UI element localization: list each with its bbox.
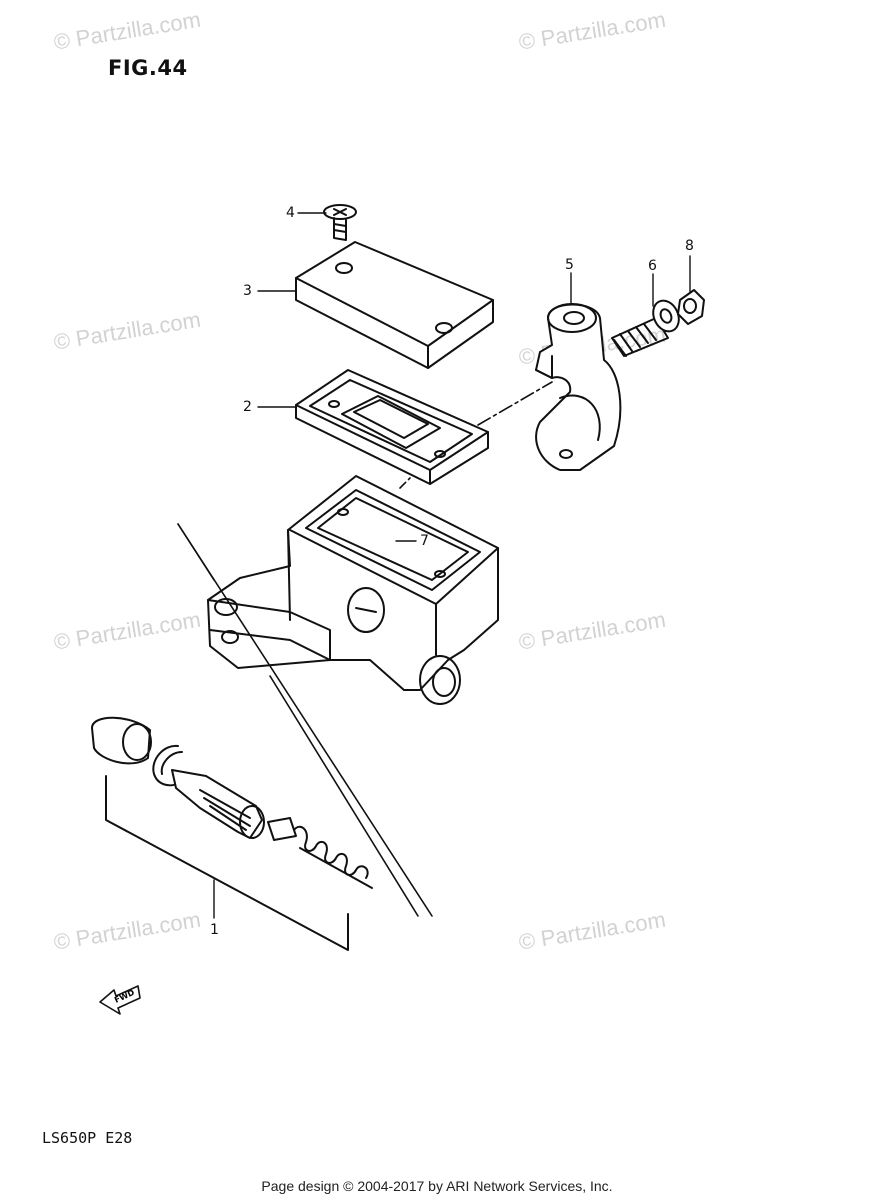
- part-1-piston-kit: [91, 716, 373, 951]
- part-5-clamp: [535, 303, 622, 471]
- callout-4: 4: [286, 205, 295, 221]
- figure-title: FIG.44: [108, 56, 188, 80]
- callout-8: 8: [685, 238, 694, 254]
- callout-5: 5: [565, 257, 574, 273]
- callout-3: 3: [243, 283, 252, 299]
- model-code: LS650P E28: [42, 1129, 133, 1147]
- master-cylinder-body: [207, 475, 499, 705]
- part-4-screw: [323, 204, 357, 241]
- callout-6: 6: [648, 258, 657, 274]
- fwd-arrow-icon: [99, 985, 141, 1015]
- part-3-cap: [295, 241, 494, 369]
- callout-2: 2: [243, 399, 252, 415]
- part-2-diaphragm: [295, 369, 489, 485]
- callout-7: 7: [420, 533, 429, 549]
- page-footer: Page design © 2004-2017 by ARI Network S…: [261, 1178, 613, 1194]
- callout-1: 1: [210, 922, 219, 938]
- part-8-nut: [677, 289, 705, 325]
- part-6-bolt: [611, 299, 680, 357]
